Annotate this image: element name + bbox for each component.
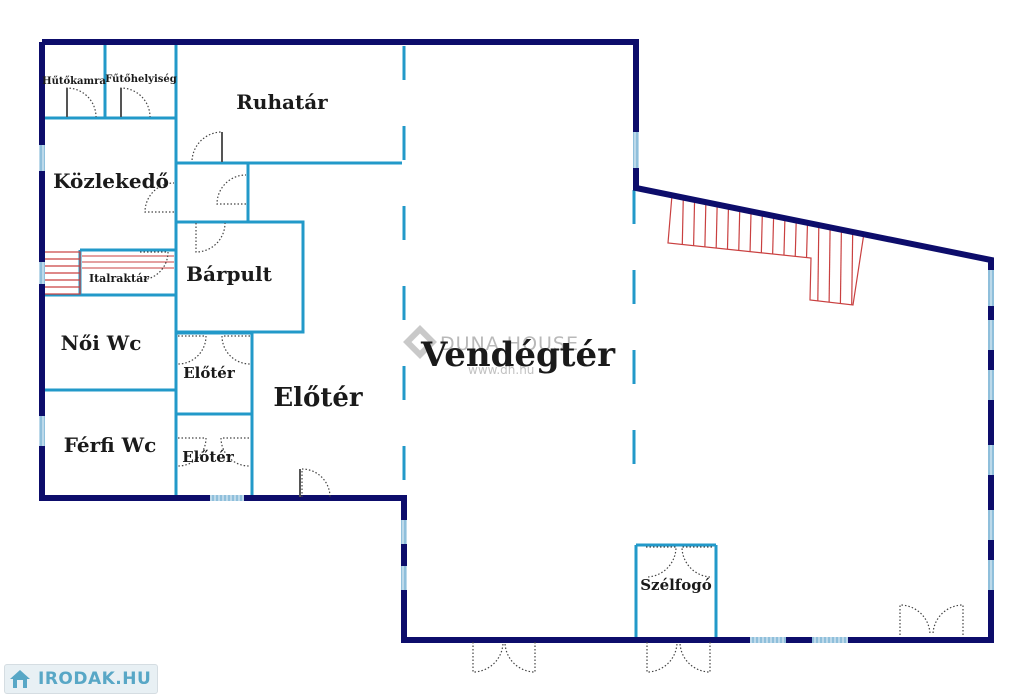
outer-walls <box>39 39 994 643</box>
room-label-eloter-small-2: Előtér <box>182 448 235 466</box>
stair-tread <box>828 226 831 303</box>
stair-tread <box>760 212 763 253</box>
stair-tread <box>851 230 854 305</box>
stair-tread <box>794 219 797 257</box>
room-labels: Hűtőkamra Fűtőhelyiség Ruhatár Közlekedő… <box>42 74 712 594</box>
room-label-ferfi-wc: Férfi Wc <box>64 433 157 457</box>
stair-tread <box>681 197 684 245</box>
watermark: DUNA HOUSE www.dh.hu <box>403 325 579 377</box>
room-label-futohelyiseg: Fűtőhelyiség <box>105 74 177 85</box>
room-label-barpult: Bárpult <box>186 262 273 286</box>
watermark-brand: DUNA HOUSE <box>440 333 579 355</box>
stair-tread <box>805 221 809 258</box>
stair-tread <box>738 208 741 251</box>
stairs-italraktar <box>82 255 174 269</box>
stair-tread <box>704 201 707 247</box>
stair-tread <box>692 199 696 246</box>
room-label-hutokamra: Hűtőkamra <box>42 76 106 87</box>
room-label-eloter-main: Előtér <box>273 383 363 413</box>
irodak-logo: IRODAK.HU <box>4 664 158 694</box>
doors <box>66 87 964 673</box>
house-icon <box>10 670 30 688</box>
inner-walls <box>44 44 718 640</box>
house-logo-icon <box>403 325 437 359</box>
stair-tread <box>772 215 775 255</box>
stair-tread <box>817 224 820 302</box>
room-label-szelfogo: Szélfogó <box>640 576 712 594</box>
room-label-kozlekedo: Közlekedő <box>53 169 169 193</box>
stair-tread <box>726 206 730 250</box>
stair-tread <box>839 228 843 304</box>
dashed-zone-lines <box>402 46 636 500</box>
room-label-italraktar: Italraktár <box>89 272 149 285</box>
room-label-ruhatar: Ruhatár <box>236 90 328 114</box>
stair-tread <box>783 217 786 256</box>
windows <box>39 132 994 643</box>
logo-text: IRODAK.HU <box>38 669 152 689</box>
stairs-small <box>43 251 81 295</box>
stair-tread <box>749 210 752 252</box>
stair-tread <box>715 203 718 249</box>
room-label-noi-wc: Női Wc <box>61 331 142 355</box>
room-label-vendegter: Vendégtér <box>420 335 616 375</box>
door-leaves <box>66 88 301 497</box>
watermark-url: www.dh.hu <box>468 363 534 377</box>
room-label-eloter-small-1: Előtér <box>183 364 236 382</box>
